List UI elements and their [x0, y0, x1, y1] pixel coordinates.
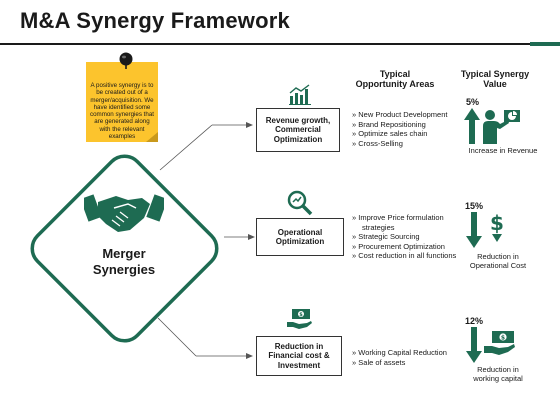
merger-synergies-label: Merger Synergies	[92, 246, 156, 277]
title-divider	[0, 44, 560, 45]
handshake-icon	[84, 194, 164, 232]
revenue-opportunity-list: New Product Development Brand Reposition…	[352, 110, 462, 148]
svg-text:$: $	[501, 334, 505, 341]
list-item: strategies	[362, 222, 395, 232]
presenter-chart-icon	[483, 110, 520, 144]
magnifier-icon	[287, 190, 313, 216]
list-item: New Product Development	[352, 110, 462, 120]
list-item: Sale of assets	[352, 358, 464, 368]
chart-growth-icon	[289, 84, 311, 105]
money-hand-icon: $	[484, 331, 515, 355]
svg-text:$: $	[299, 312, 303, 318]
financial-caption: Reduction in working capital	[473, 365, 523, 383]
arrow-down-icon	[466, 327, 482, 363]
list-item: Working Capital Reduction	[352, 348, 464, 358]
page-title: M&A Synergy Framework	[20, 8, 290, 33]
sticky-note-text: A positive synergy is to be created out …	[90, 82, 154, 141]
operational-pct: 15%	[465, 201, 484, 211]
operational-opportunity-list: Improve Price formulation strategies Str…	[352, 213, 464, 261]
header-opportunity-areas: Typical Opportunity Areas	[355, 69, 435, 89]
dollar-down-icon: $	[490, 212, 504, 242]
financial-opportunity-list: Working Capital Reduction Sale of assets	[352, 348, 464, 367]
title-accent-bar	[0, 42, 560, 46]
money-hand-icon: $	[287, 309, 312, 329]
operational-caption: Reduction in Operational Cost	[469, 252, 527, 270]
sticky-note-shape	[86, 62, 158, 142]
list-item: Improve Price formulation	[352, 213, 464, 223]
svg-text:$: $	[490, 212, 504, 235]
list-item: Optimize sales chain	[352, 129, 462, 139]
arrow-up-icon	[464, 108, 480, 144]
arrow-down-icon	[466, 212, 482, 248]
header-synergy-value: Typical Synergy Value	[460, 69, 530, 89]
financial-pct: 12%	[465, 316, 484, 326]
list-item: Strategic Sourcing	[352, 232, 464, 242]
revenue-caption: Increase in Revenue	[468, 146, 538, 155]
merger-diamond	[30, 154, 219, 343]
list-item: Brand Repositioning	[352, 120, 462, 130]
list-item: Cross-Selling	[352, 139, 462, 149]
operational-optimization-box: Operational Optimization	[256, 218, 344, 256]
list-item: Procurement Optimization	[352, 242, 464, 252]
push-pin-icon	[119, 52, 133, 69]
financial-cost-box: Reduction in Financial cost & Investment	[256, 336, 342, 376]
revenue-growth-box: Revenue growth, Commercial Optimization	[256, 108, 340, 152]
revenue-pct: 5%	[466, 97, 480, 107]
list-item: Cost reduction in all functions	[352, 251, 464, 261]
